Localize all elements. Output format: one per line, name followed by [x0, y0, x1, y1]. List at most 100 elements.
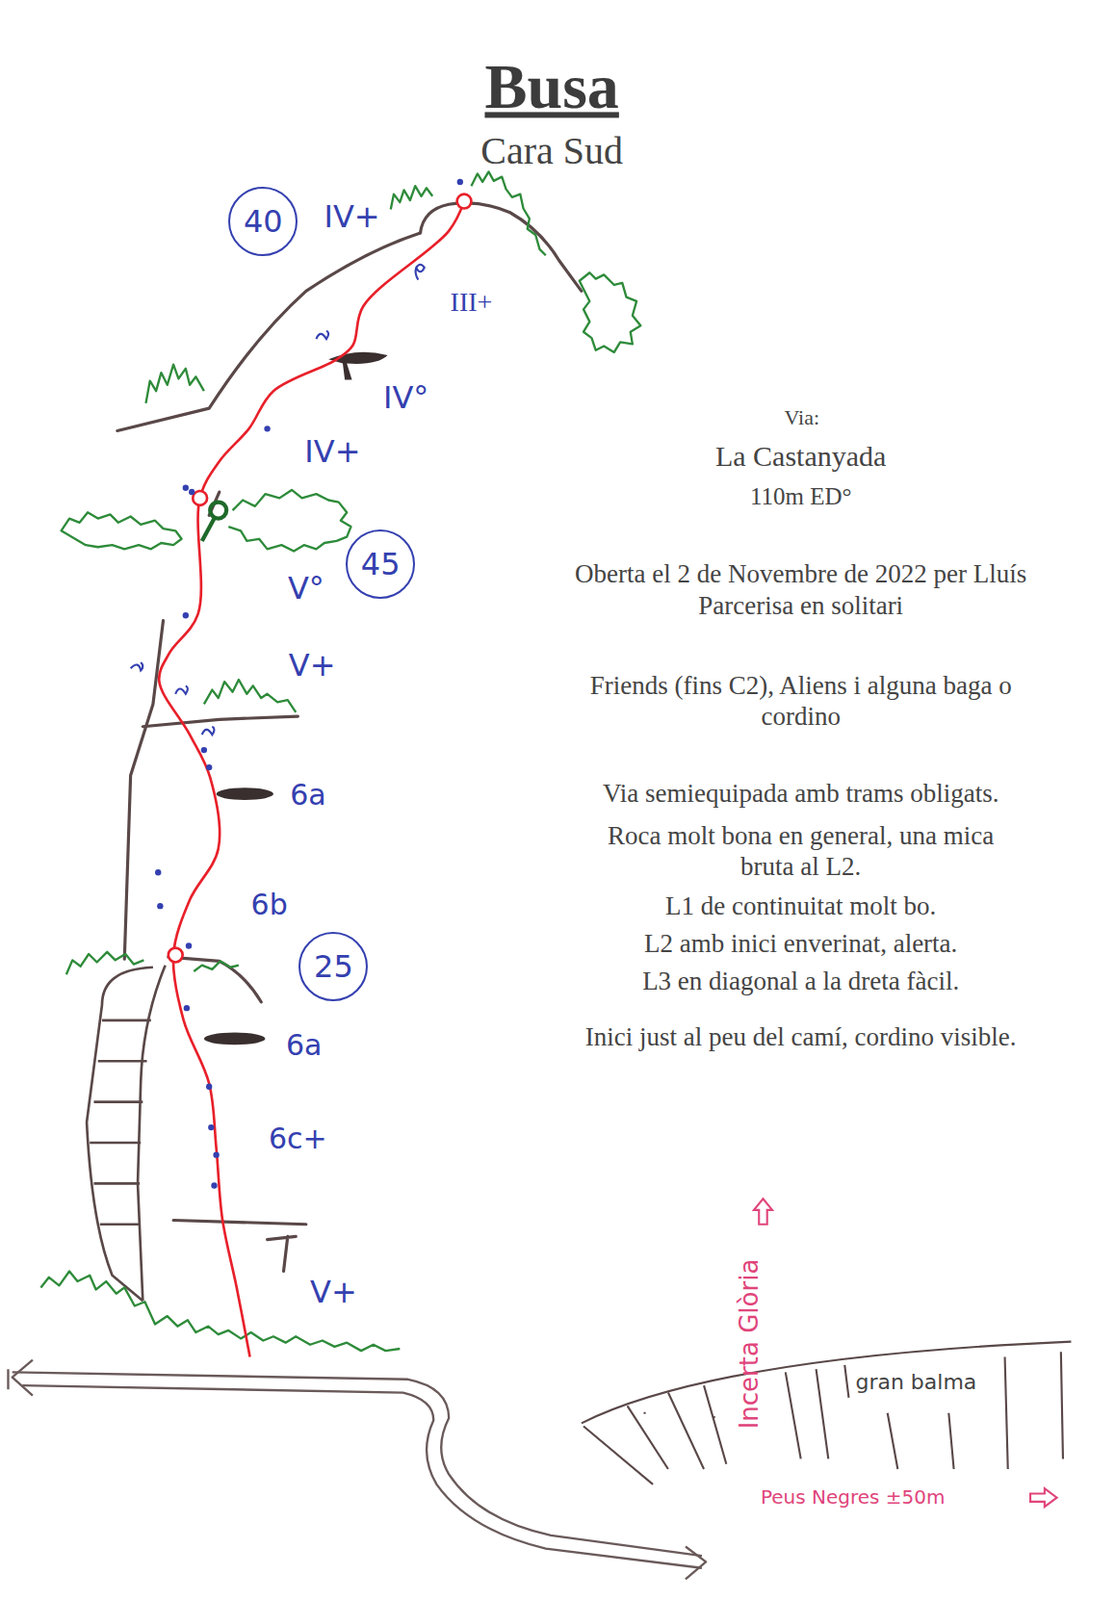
belay-station — [192, 491, 208, 506]
callout-circle: 45 — [345, 529, 415, 599]
route-name-neighbour: Peus Negres ±50m — [760, 1485, 946, 1509]
route-note: Via semiequipada amb trams obligats. — [602, 777, 1000, 809]
rock-outline — [267, 1236, 297, 1271]
vegetation — [390, 185, 433, 209]
vegetation — [40, 171, 641, 1351]
protection-symbol — [415, 264, 425, 281]
pillar — [137, 965, 166, 1302]
protection-symbol — [202, 726, 215, 735]
trail — [22, 1385, 702, 1569]
pillar — [86, 965, 166, 1302]
grade: IV+ — [304, 433, 361, 470]
bolt — [206, 764, 212, 771]
vegetation — [470, 171, 545, 256]
grade: V+ — [310, 1273, 358, 1311]
callout-number: 25 — [313, 948, 354, 986]
route-line — [158, 201, 465, 1357]
route-note: L2 amb inici enverinat, alerta. — [644, 928, 958, 960]
rock-outline — [117, 203, 582, 1272]
tree-anchor — [202, 518, 215, 542]
route-heading: Via: — [783, 405, 820, 431]
grade: III+ — [450, 285, 493, 319]
bolt — [185, 942, 192, 949]
vegetation — [204, 679, 296, 713]
bolt — [183, 1005, 190, 1012]
bolt — [210, 1182, 217, 1189]
vegetation — [66, 952, 145, 975]
grade: 6a — [285, 1028, 322, 1064]
rock-outline — [420, 203, 582, 292]
grade: 6a — [289, 777, 326, 813]
rock-outline — [117, 233, 421, 432]
bolt — [212, 1152, 219, 1159]
roof — [204, 1033, 266, 1046]
gear-note: Friends (fins C2), Aliens i alguna baga … — [589, 669, 1013, 732]
bolt — [263, 425, 270, 432]
subtitle: Cara Sud — [480, 128, 623, 175]
trail — [12, 1372, 702, 1556]
bolt — [206, 1084, 212, 1090]
cave-outline — [581, 1342, 1072, 1485]
direction-arrow — [1030, 1488, 1058, 1507]
protection-symbol — [315, 331, 329, 339]
callout-circle: 25 — [298, 932, 368, 1002]
roof — [328, 352, 388, 381]
route-note: L1 de continuitat molt bo. — [665, 890, 936, 922]
bolt — [155, 179, 464, 1190]
protection-symbol — [130, 264, 425, 735]
direction-arrow — [753, 1198, 1058, 1507]
rock-outline — [142, 716, 298, 727]
vegetation — [146, 364, 205, 404]
vegetation — [193, 960, 239, 972]
callout-number: 40 — [243, 203, 284, 240]
callout-circle: 40 — [228, 186, 298, 257]
bolt — [188, 489, 195, 495]
bolt — [182, 612, 189, 619]
bolt — [207, 1124, 214, 1131]
grade: V+ — [288, 647, 337, 684]
pillar — [89, 1020, 152, 1225]
route-name: La Castanyada — [715, 439, 886, 474]
route-note: Inici just al peu del camí, cordino visi… — [584, 1021, 1018, 1053]
direction-arrow — [753, 1198, 773, 1224]
belay-station — [168, 948, 183, 963]
cave-outline — [645, 1412, 715, 1419]
rock-outline — [168, 957, 261, 1003]
vegetation — [579, 272, 642, 353]
tree-anchor — [202, 502, 227, 542]
grade: IV+ — [323, 197, 380, 234]
belay-station — [457, 194, 472, 209]
grade: 6c+ — [268, 1121, 328, 1157]
grade: IV° — [383, 379, 429, 416]
pillar — [86, 967, 154, 1301]
route-note: Roca molt bona en general, una mica brut… — [594, 819, 1009, 882]
cave-outline — [627, 1351, 1064, 1470]
cave-outline — [583, 1426, 653, 1485]
route-length: 110m ED° — [750, 482, 853, 512]
route-note: L3 en diagonal a la dreta fàcil. — [642, 965, 960, 997]
bolt — [457, 179, 464, 185]
callout-number: 45 — [361, 545, 401, 583]
cave-outline — [581, 1342, 1072, 1425]
protection-symbol — [175, 685, 188, 694]
tree-anchor — [209, 502, 227, 519]
route-name-neighbour: Incerta Glòria — [734, 1259, 765, 1430]
bolt — [156, 903, 163, 909]
rock-outline — [173, 1220, 307, 1225]
bolt — [182, 485, 189, 492]
belay-station — [168, 194, 472, 963]
bolt — [155, 869, 161, 876]
trail — [685, 1547, 706, 1581]
roof — [204, 352, 389, 1046]
grade: V° — [287, 570, 325, 607]
protection-symbol — [130, 662, 144, 671]
grade: 6b — [251, 887, 288, 923]
bolt — [201, 747, 208, 753]
title: Busa — [484, 48, 619, 125]
route-line — [158, 201, 465, 1357]
vegetation — [228, 490, 351, 552]
vegetation — [61, 512, 182, 549]
vegetation — [40, 1270, 400, 1351]
feature-name: gran balma — [855, 1369, 977, 1395]
trail — [7, 1360, 706, 1581]
